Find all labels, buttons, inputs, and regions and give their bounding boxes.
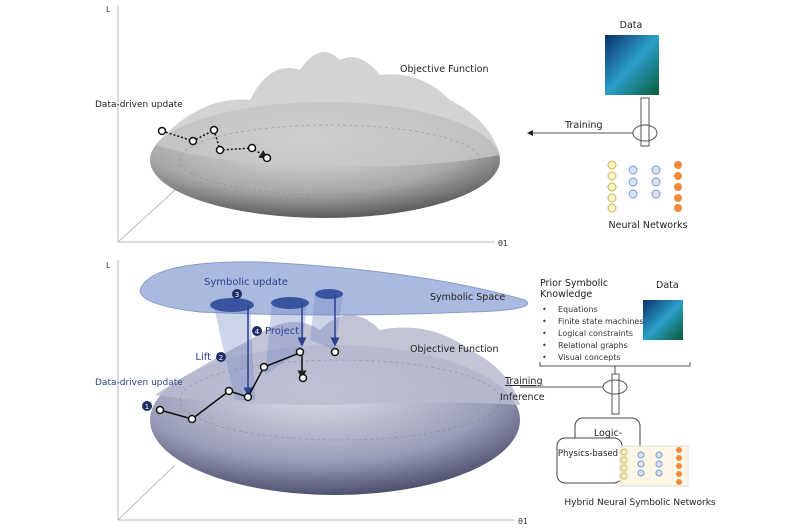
training-label: Training	[504, 376, 543, 387]
project-label: Project	[265, 326, 299, 337]
top-update-label: Data-driven update	[95, 100, 183, 110]
top-axes	[117, 5, 495, 243]
bottom-update-path	[155, 347, 340, 424]
top-surface-label: Objective Function	[400, 64, 488, 75]
bottom-update-label: Data-driven update	[95, 378, 183, 388]
step-3-number: 3	[235, 291, 239, 299]
step-3-badge	[232, 289, 242, 299]
prior-knowledge-title-box: Prior Symbolic Knowledge	[540, 278, 609, 300]
prior-knowledge-list: • Equations • Finite state machines • Logic…	[542, 305, 644, 362]
top-objective-surface	[150, 52, 500, 218]
prior-item: Visual concepts	[558, 353, 621, 362]
bottom-surface-label: Objective Function	[410, 344, 498, 355]
bottom-axis-y-label: L	[106, 261, 111, 270]
bottom-training-connector	[520, 373, 628, 415]
step-4-number: 4	[255, 328, 260, 336]
symbolic-space-label: Symbolic Space	[430, 292, 505, 303]
knowledge-bracket	[539, 362, 691, 374]
top-training-connector	[527, 97, 658, 147]
prior-knowledge-title: Prior Symbolic Knowledge	[540, 278, 609, 300]
step-1-badge	[142, 401, 152, 411]
top-axis-y-label: L	[106, 5, 111, 14]
bottom-axis-x-label: θ1	[518, 517, 528, 526]
svg-text:•: •	[542, 305, 547, 314]
logic-label: Logic-	[594, 428, 622, 439]
prior-item: Finite state machines	[558, 317, 644, 326]
top-data-label: Data	[620, 20, 643, 31]
step-2-number: 2	[219, 354, 223, 362]
hybrid-network-icon	[619, 445, 689, 487]
step-2-badge	[216, 352, 226, 362]
bottom-axes	[117, 260, 515, 521]
top-network-label: Neural Networks	[609, 220, 688, 231]
symbolic-space	[139, 261, 528, 400]
hybrid-network-label: Hybrid Neural Symbolic Networks	[564, 498, 716, 508]
svg-text:•: •	[542, 329, 547, 338]
prior-item: Relational graphs	[558, 341, 628, 350]
physics-label: Physics-based	[558, 449, 618, 459]
top-update-path	[157, 125, 272, 163]
top-data-image	[605, 35, 659, 95]
bottom-data-label: Data	[656, 280, 679, 291]
top-axis-x-label: θ1	[498, 239, 508, 248]
lift-label: Lift	[195, 352, 211, 363]
symbolic-update-label: Symbolic update	[204, 277, 288, 288]
top-training-label: Training	[564, 120, 603, 131]
bottom-data-image	[643, 300, 683, 340]
step-4-badge	[252, 326, 262, 336]
prior-item: Equations	[558, 305, 598, 314]
physics-box	[556, 437, 623, 484]
svg-text:•: •	[542, 353, 547, 362]
prior-item: Logical constraints	[558, 329, 633, 338]
step-1-number: 1	[145, 403, 149, 411]
svg-text:•: •	[542, 317, 547, 326]
top-neural-network-icon	[607, 160, 682, 213]
svg-text:•: •	[542, 341, 547, 350]
bottom-objective-surface	[150, 315, 520, 495]
inference-label: Inference	[500, 392, 545, 403]
